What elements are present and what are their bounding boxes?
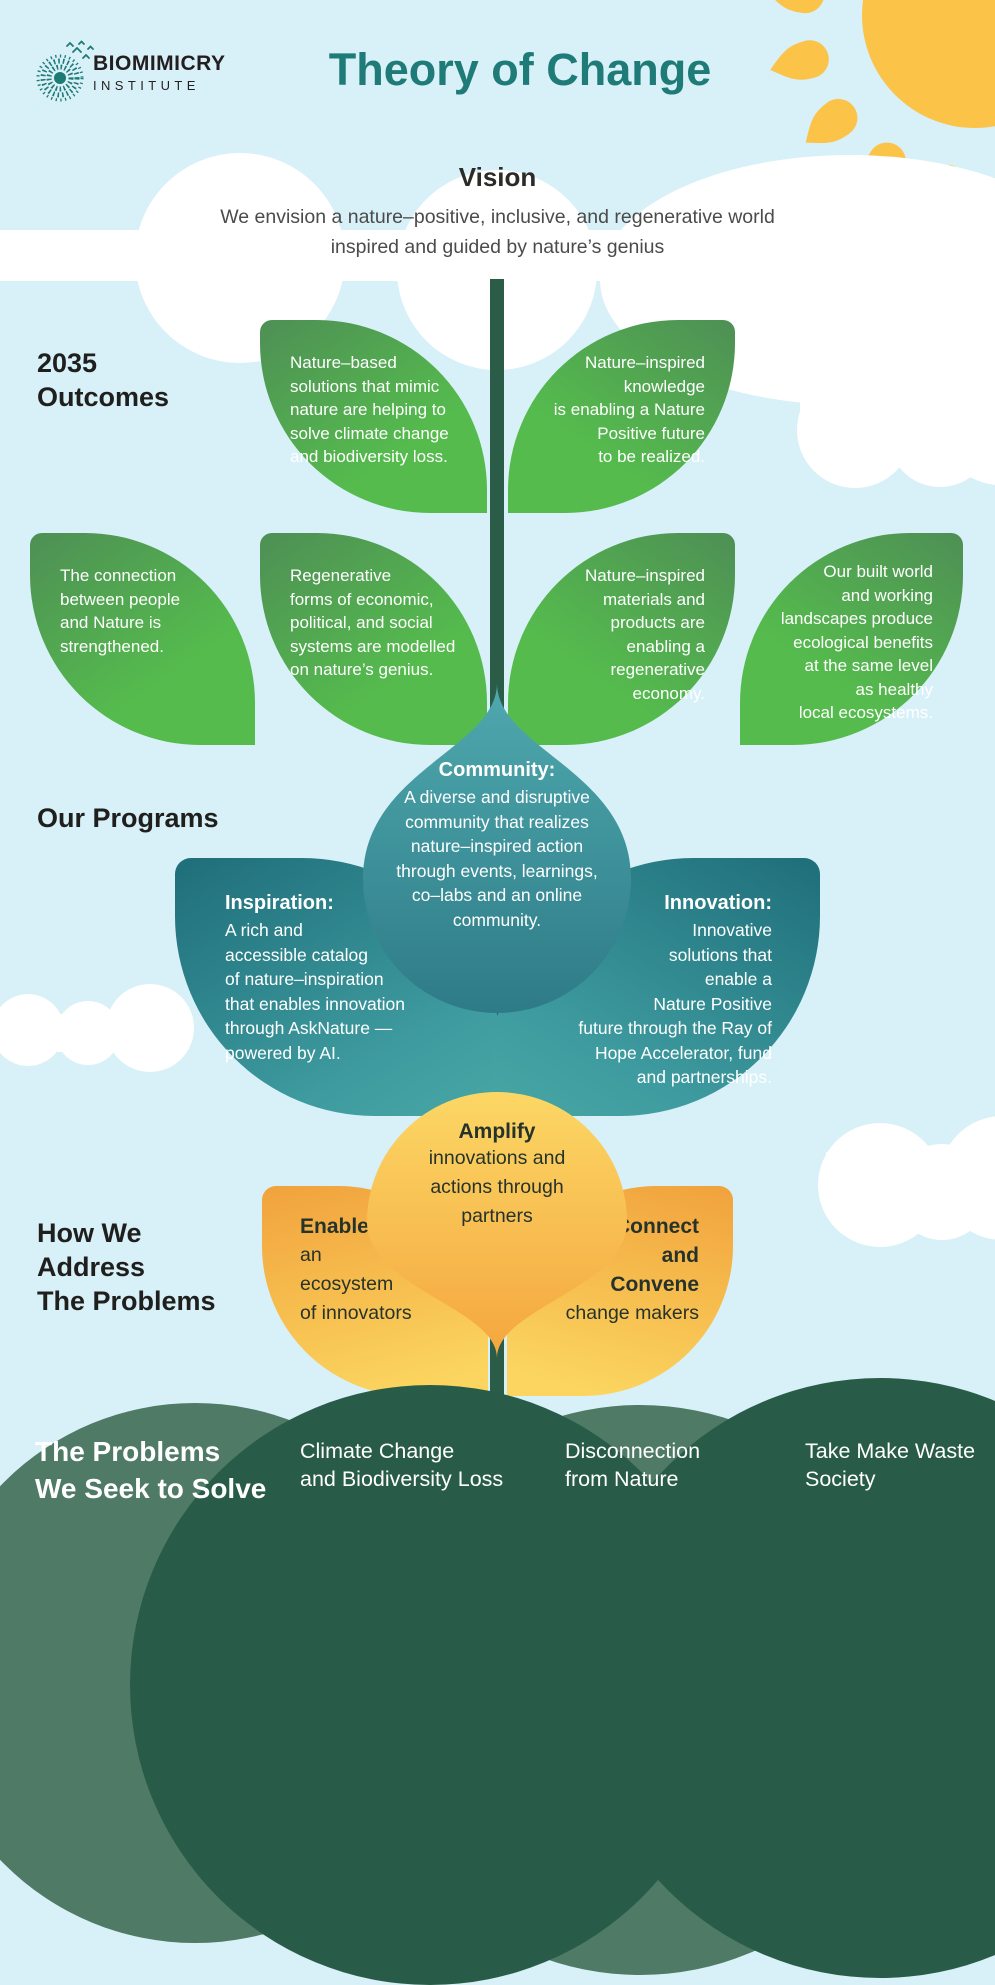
inspiration-text: Inspiration: A rich and accessible catal… — [225, 892, 480, 1065]
problem-item-climate-change: Climate Change and Biodiversity Loss — [300, 1439, 504, 1491]
amplify-text: Amplify innovations and actions through … — [358, 1120, 636, 1231]
problem-item-disconnection: Disconnection from Nature — [565, 1439, 701, 1491]
amplify-title: Amplify — [458, 1120, 536, 1143]
innovation-title: Innovation: — [664, 892, 772, 914]
community-drop-shape — [363, 683, 631, 1013]
programs-section-label: Our Programs — [37, 803, 219, 833]
cloud — [800, 402, 995, 432]
community-leaf: Community: A diverse and disruptive comm… — [354, 683, 640, 1013]
community-title: Community: — [438, 759, 556, 781]
connect-convene-title: Connect and Convene — [610, 1215, 699, 1296]
enable-body: an ecosystem of innovators — [300, 1244, 412, 1324]
community-body: A diverse and disruptive community that … — [396, 787, 598, 930]
vision-heading: Vision — [458, 162, 537, 192]
problems-section-label: The Problems We Seek to Solve — [35, 1436, 267, 1504]
innovation-text: Innovation: Innovative solutions that en… — [497, 892, 772, 1090]
page-title: Theory of Change — [328, 44, 712, 95]
dandelion-icon — [36, 40, 94, 102]
amplify-drop-shape — [367, 1092, 627, 1358]
enable-text: Enable an ecosystem of innovators — [300, 1212, 412, 1328]
logo-text: BIOMIMICRY INSTITUTE — [93, 52, 226, 93]
logo-subtitle: INSTITUTE — [93, 78, 200, 93]
amplify-body: innovations and actions through partners — [428, 1147, 566, 1227]
outcome-leaf-connection-people-nature: The connection between people and Nature… — [30, 533, 255, 745]
inspiration-title: Inspiration: — [225, 892, 334, 914]
inspiration-body: A rich and accessible catalog of nature–… — [225, 920, 405, 1063]
inspiration-leaf: Inspiration: A rich and accessible catal… — [175, 858, 502, 1116]
innovation-body: Innovative solutions that enable a Natur… — [578, 920, 772, 1087]
cloud — [826, 1152, 995, 1182]
amplify-leaf: Amplify innovations and actions through … — [358, 1092, 636, 1358]
connect-convene-body: change makers — [565, 1302, 699, 1324]
address-section-label: How We Address The Problems — [37, 1218, 216, 1316]
cloud — [0, 1014, 186, 1052]
biomimicry-logo: BIOMIMICRY INSTITUTE — [33, 40, 263, 104]
logo-wordmark: BIOMIMICRY — [93, 52, 226, 75]
enable-title: Enable — [300, 1215, 369, 1238]
connect-convene-text: Connect and Convene change makers — [566, 1212, 699, 1328]
community-text: Community: A diverse and disruptive comm… — [354, 759, 640, 932]
vision-body: We envision a nature–positive, inclusive… — [220, 206, 775, 258]
outcome-leaf-built-world: Our built world and working landscapes p… — [740, 533, 963, 745]
outcomes-section-label: 2035 Outcomes — [37, 348, 170, 412]
problem-item-take-make-waste: Take Make Waste Society — [805, 1439, 976, 1491]
